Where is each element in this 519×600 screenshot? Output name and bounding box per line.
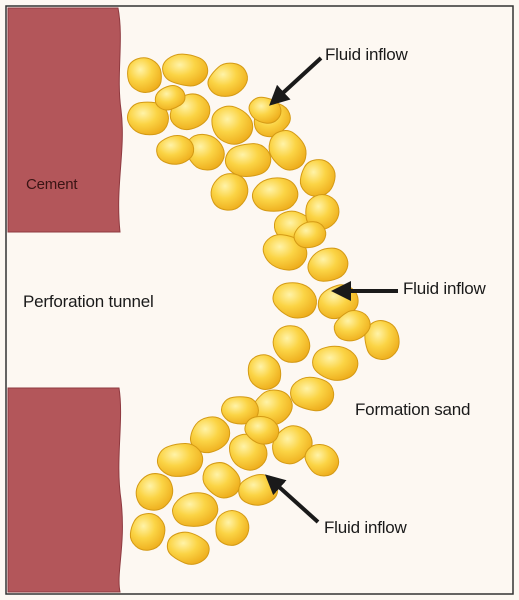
sand-grain <box>225 144 270 177</box>
sand-grain <box>216 511 249 546</box>
fluid-inflow-label-bottom: Fluid inflow <box>324 518 407 538</box>
cement-wall-bottom <box>8 388 122 592</box>
sand-grain <box>157 443 202 476</box>
cement-label: Cement <box>26 176 77 193</box>
sand-grain <box>128 58 162 93</box>
perforation-tunnel-label: Perforation tunnel <box>23 292 154 312</box>
formation-sand-label: Formation sand <box>355 400 470 420</box>
sand-grain <box>300 160 335 197</box>
sand-grain <box>291 377 334 411</box>
fluid-inflow-label-middle: Fluid inflow <box>403 279 486 299</box>
sand-grain <box>130 514 165 551</box>
cement-wall-top <box>8 8 122 232</box>
sand-grain <box>248 355 280 390</box>
fluid-inflow-label-top: Fluid inflow <box>325 45 408 65</box>
